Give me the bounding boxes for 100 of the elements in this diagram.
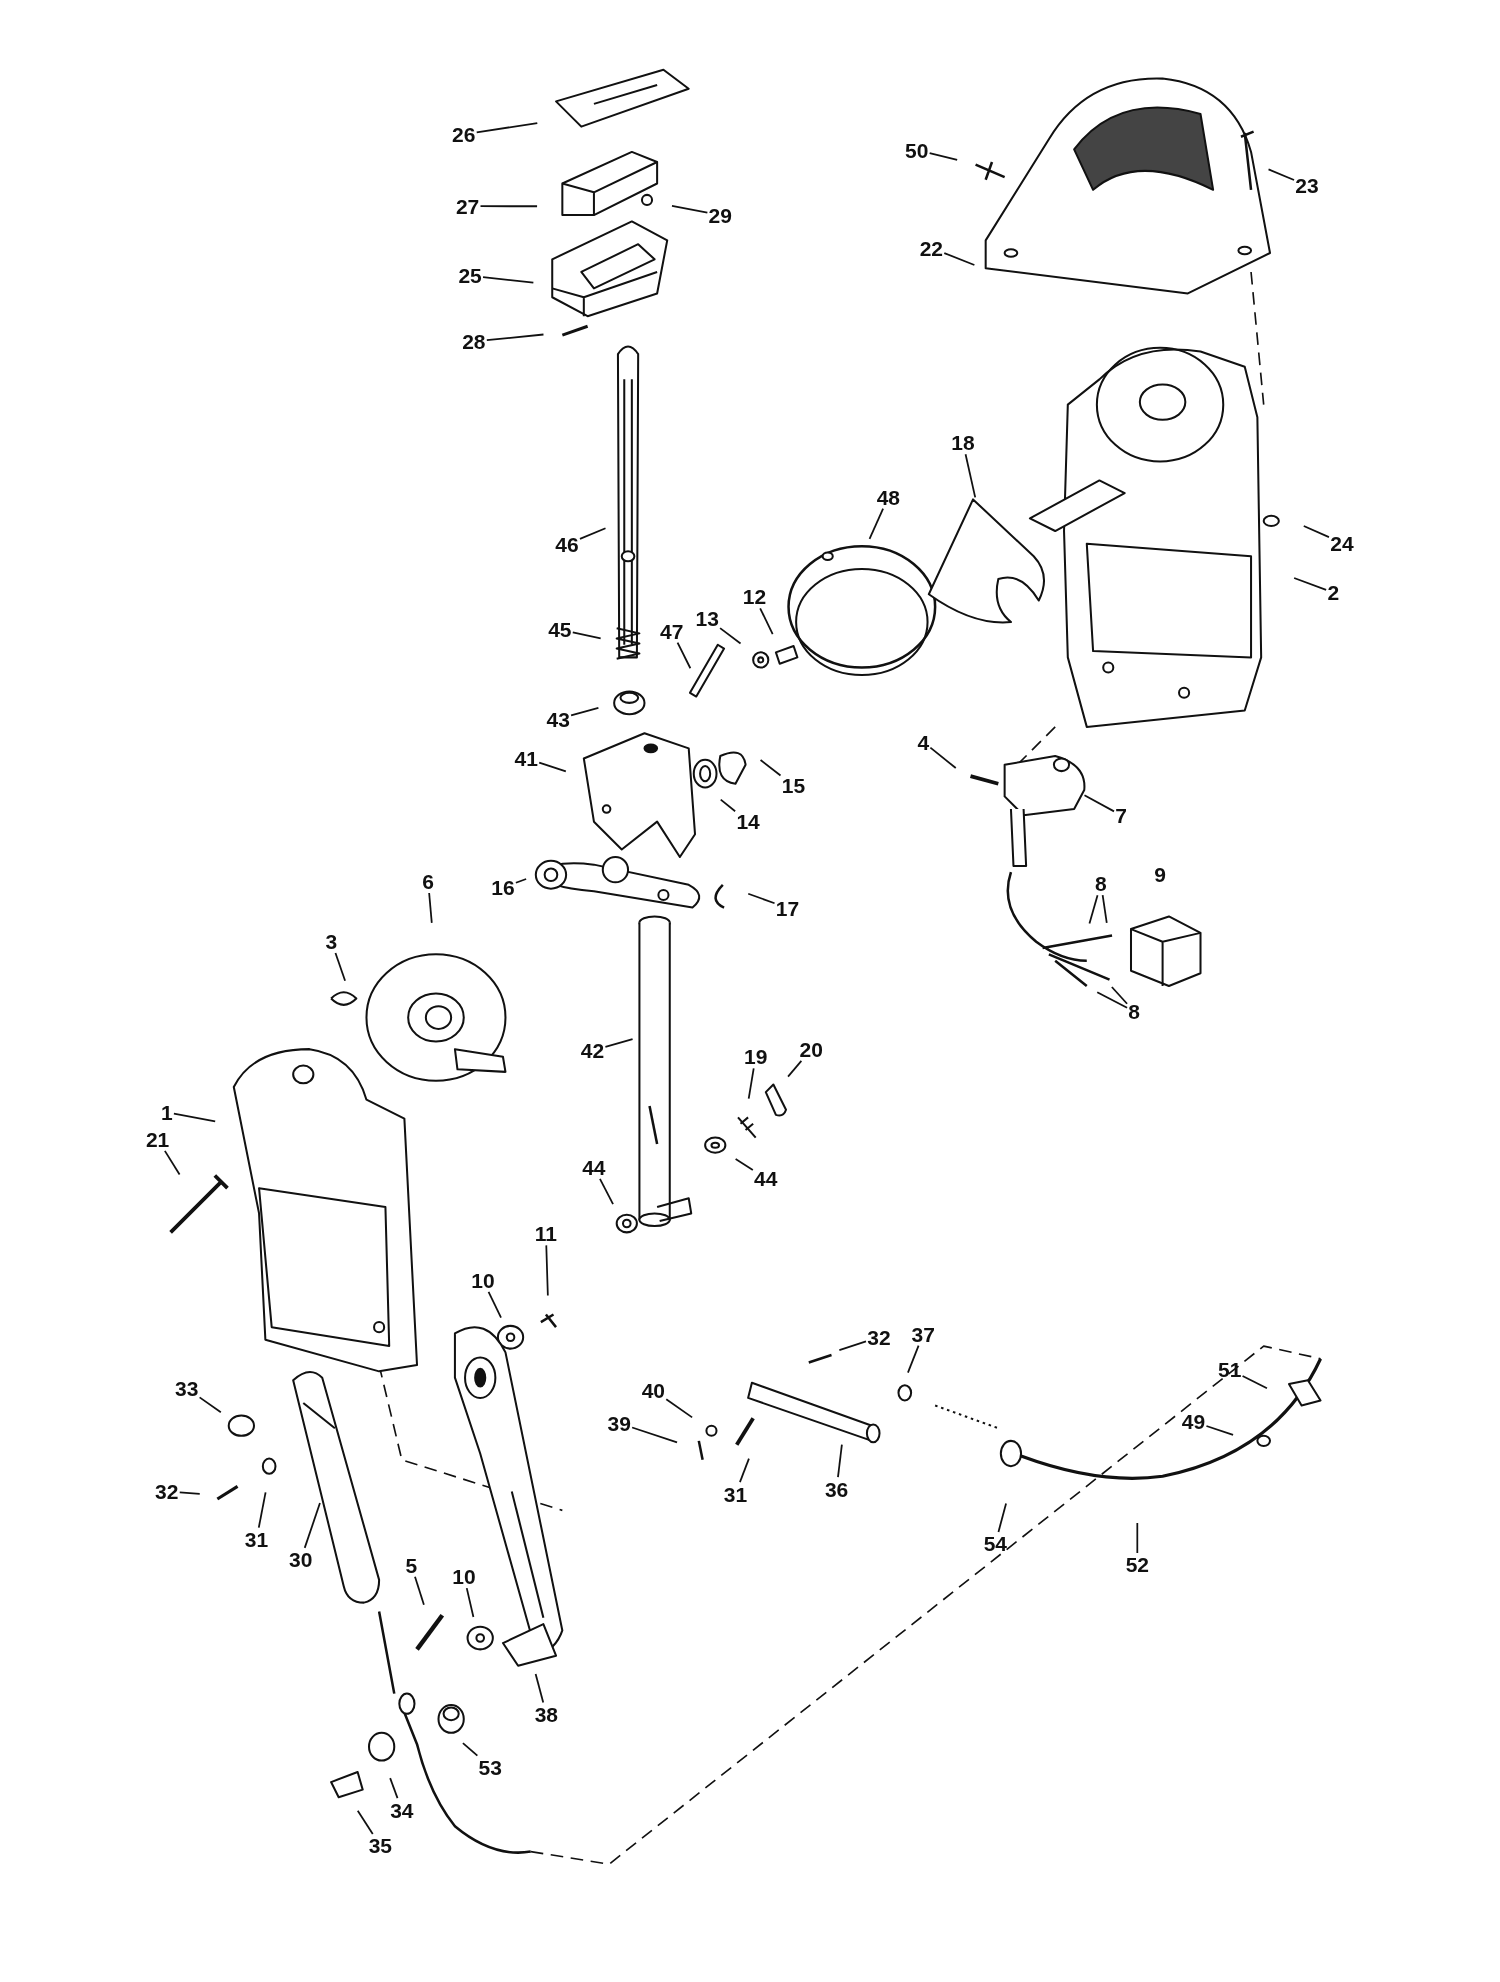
callout-number: 50	[905, 139, 929, 161]
leader-line	[1136, 1522, 1139, 1554]
leader-line	[198, 1396, 222, 1414]
callout-number: 35	[368, 1834, 392, 1856]
callout-number: 29	[708, 204, 732, 226]
leader-line	[929, 746, 957, 769]
callout-number: 1	[160, 1101, 173, 1123]
leader-line	[759, 759, 782, 777]
leader-line	[475, 122, 539, 134]
callout-number: 21	[145, 1128, 170, 1150]
leader-line	[739, 1457, 750, 1484]
callout-number: 44	[582, 1156, 606, 1178]
leader-line	[173, 1112, 217, 1123]
callout-number: 23	[1295, 174, 1319, 196]
leader-line	[787, 1060, 803, 1078]
callout-number: 18	[951, 431, 975, 453]
leader-line	[1205, 1425, 1234, 1436]
leader-line	[599, 1178, 614, 1206]
leader-line	[389, 1777, 399, 1799]
callout-number: 24	[1330, 532, 1354, 554]
callout-number: 5	[405, 1554, 418, 1576]
callout-number: 2	[1327, 581, 1340, 603]
leader-line	[1096, 991, 1128, 1009]
leader-line	[163, 1150, 181, 1176]
leader-line	[838, 1340, 867, 1352]
leader-line	[1267, 168, 1295, 181]
callout-number: 41	[514, 747, 538, 769]
leader-line	[538, 761, 567, 773]
leader-line	[178, 1491, 201, 1495]
callout-number: 47	[660, 620, 684, 642]
callout-number: 10	[471, 1269, 495, 1291]
callout-number: 25	[458, 265, 482, 286]
callout-number: 45	[548, 618, 572, 640]
leader-line	[515, 878, 528, 884]
callout-number: 44	[754, 1167, 778, 1189]
callout-number: 38	[534, 1703, 559, 1725]
leader-line	[1110, 986, 1128, 1005]
leader-line	[631, 1426, 678, 1444]
leader-line	[428, 892, 433, 924]
callout-number: 12	[742, 585, 767, 607]
leader-line	[487, 1290, 502, 1319]
callout-number: 30	[289, 1548, 313, 1570]
callout-number: 17	[775, 897, 800, 919]
leader-line	[356, 1809, 374, 1835]
callout-number: 9	[1154, 863, 1166, 885]
callout-number: 27	[455, 195, 480, 217]
leader-line	[759, 607, 774, 635]
callout-number: 8	[1128, 1000, 1140, 1022]
leader-line	[334, 952, 346, 982]
leader-line	[462, 1742, 479, 1757]
leader-line	[671, 205, 709, 214]
leader-line	[964, 453, 977, 499]
leader-line	[747, 892, 776, 905]
callout-number: 51	[1217, 1358, 1242, 1380]
callout-number: 31	[244, 1528, 269, 1550]
callout-number: 26	[452, 123, 476, 145]
leader-line	[1241, 1375, 1268, 1390]
leader-line	[545, 1244, 549, 1297]
leader-line	[414, 1575, 425, 1606]
callout-number: 39	[607, 1412, 631, 1434]
leader-line	[479, 205, 538, 208]
callout-number: 48	[876, 486, 901, 508]
leader-line	[747, 1067, 755, 1100]
leader-line	[1083, 794, 1115, 813]
callout-number: 37	[911, 1323, 935, 1345]
callout-number: 16	[491, 876, 515, 898]
leader-line	[928, 152, 959, 161]
callout-number: 34	[390, 1799, 414, 1821]
callout-number: 33	[175, 1377, 199, 1399]
callout-number: 54	[983, 1532, 1007, 1554]
leader-line	[1293, 577, 1327, 591]
callout-number: 46	[555, 533, 579, 555]
leader-line	[1302, 525, 1330, 539]
callout-number: 8	[1095, 872, 1107, 894]
callout-number: 6	[422, 870, 434, 892]
leader-line	[719, 627, 742, 645]
callout-number: 19	[744, 1045, 768, 1067]
callout-number: 3	[325, 930, 338, 952]
callout-number: 4	[917, 731, 930, 753]
leader-line	[465, 1587, 475, 1618]
leader-line	[665, 1398, 693, 1419]
callout-number: 32	[155, 1480, 179, 1502]
callout-number: 20	[799, 1038, 823, 1060]
leader-line	[570, 706, 600, 717]
leader-line	[482, 276, 535, 284]
leader-line	[534, 1673, 545, 1704]
callout-number: 31	[723, 1483, 748, 1505]
callout-number: 53	[478, 1756, 502, 1778]
leader-line	[1088, 894, 1099, 925]
callout-number: 42	[580, 1039, 605, 1061]
leader-line	[676, 641, 692, 670]
leader-line	[485, 333, 545, 342]
callout-number: 32	[867, 1326, 891, 1348]
callout-number: 15	[781, 774, 806, 796]
callout-number: 36	[824, 1478, 849, 1500]
leader-line	[1101, 894, 1108, 924]
callout-number: 22	[919, 237, 943, 259]
leader-line	[303, 1502, 321, 1549]
callout-number: 11	[534, 1222, 557, 1244]
callout-number: 49	[1181, 1410, 1206, 1432]
